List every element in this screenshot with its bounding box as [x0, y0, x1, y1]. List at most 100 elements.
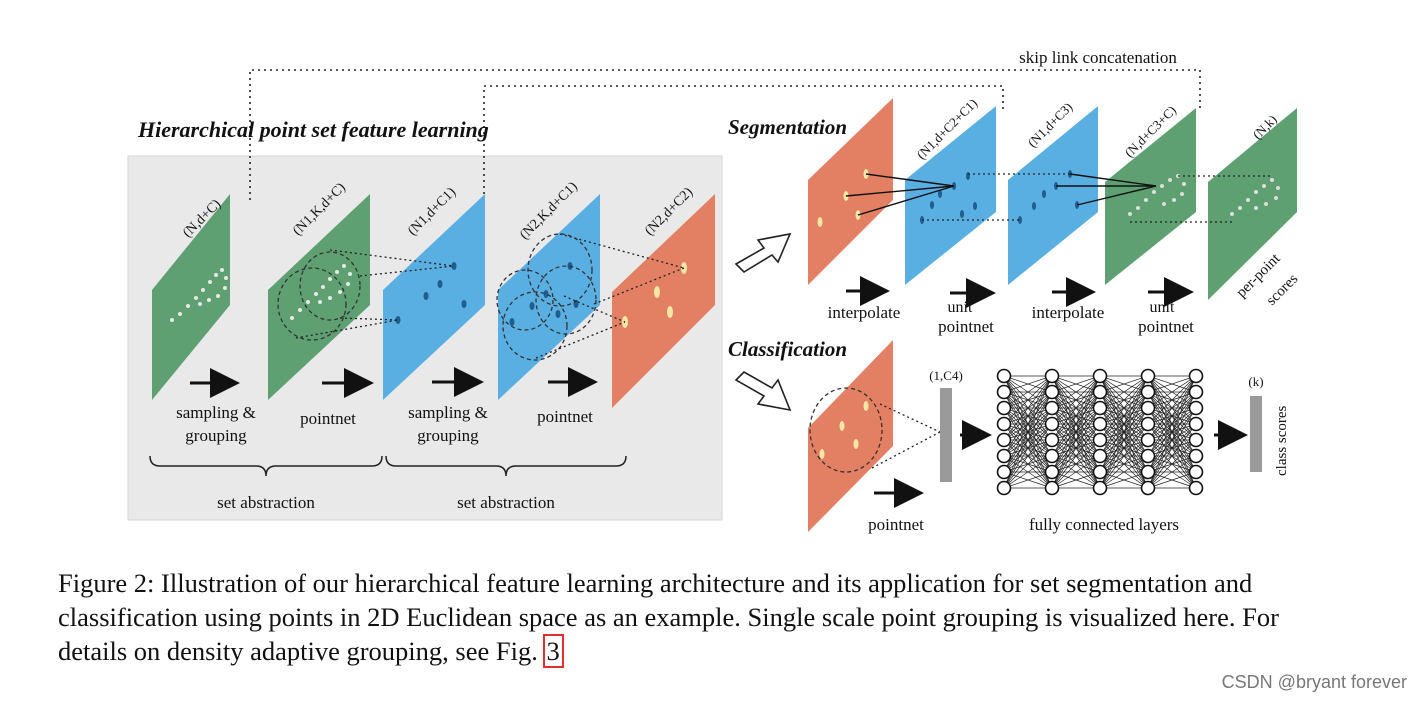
fc-edge [1051, 375, 1101, 489]
fc-neuron [996, 432, 1012, 448]
fc-edge [1147, 407, 1197, 489]
fc-edge [1147, 375, 1197, 457]
fc-neuron [1044, 464, 1060, 480]
seg-step-interpolate-2: interpolate [1032, 303, 1105, 322]
grouping-circles-2 [496, 233, 597, 361]
fc-neuron [1140, 384, 1156, 400]
fc-edge [1099, 391, 1149, 489]
fc-edge [1147, 471, 1197, 489]
seg-layer-0 [808, 98, 893, 285]
fc-edge [1003, 375, 1053, 473]
fc-edge [1051, 375, 1101, 441]
fc-edge [1003, 439, 1053, 489]
fc-neuron [1140, 400, 1156, 416]
fc-neuron [1140, 432, 1156, 448]
fc-neuron [1188, 400, 1204, 416]
skip-link-label: skip link concatenation [1019, 48, 1177, 67]
fc-neuron [1044, 384, 1060, 400]
fc-edge [1003, 375, 1053, 441]
grouping-circles-1 [277, 251, 361, 341]
global-feature-vector [940, 388, 952, 482]
fc-neuron [1140, 368, 1156, 384]
fc-edge [1003, 375, 1053, 425]
set-abstraction-label-1: set abstraction [217, 493, 315, 512]
cls-layer [808, 340, 893, 532]
fc-neuron [1044, 368, 1060, 384]
fc-edge [1051, 375, 1101, 425]
cls-dotted-lines [871, 403, 941, 469]
hollow-arrows [734, 232, 792, 412]
fc-neuron [1188, 448, 1204, 464]
classification-title: Classification [728, 337, 847, 361]
fc-neuron [1044, 448, 1060, 464]
watermark: CSDN @bryant forever [1221, 672, 1407, 692]
caption-text: Figure 2: Illustration of our hierarchic… [58, 568, 1279, 666]
fc-edge [1099, 407, 1149, 489]
fc-neuron [1188, 384, 1204, 400]
fc-edge [1147, 375, 1197, 425]
fc-edge [1147, 391, 1197, 489]
scores-label: scores [1264, 271, 1302, 309]
projection-lines [295, 233, 685, 359]
fc-edge [1099, 423, 1149, 489]
fc-neuron [996, 480, 1012, 496]
fc-edge [1099, 375, 1149, 457]
fc-edge [1099, 471, 1149, 489]
fc-neuron [1188, 416, 1204, 432]
seg-layer-1 [905, 106, 996, 285]
fc-edge [1051, 375, 1101, 393]
set-abstraction-label-2: set abstraction [457, 493, 555, 512]
class-score-vector [1250, 396, 1262, 472]
fc-edge [1099, 375, 1149, 441]
layer-input [152, 194, 230, 400]
fc-edge [1147, 375, 1197, 489]
step-sampling-2: sampling & [408, 403, 488, 422]
cls-group-circle [809, 387, 883, 473]
fc-neuron [996, 368, 1012, 384]
fc-edge [1099, 375, 1149, 473]
fc-edge [1099, 455, 1149, 489]
seg-layer-4 [1208, 108, 1297, 300]
fc-neuron [1044, 432, 1060, 448]
seg-blue-points-1 [920, 172, 977, 224]
fc-label: fully connected layers [1029, 515, 1179, 534]
fc-neuron [996, 448, 1012, 464]
fc-edge [1051, 375, 1101, 409]
fc-edge [1003, 375, 1053, 457]
seg-step-unit-1: unit [948, 299, 973, 316]
fc-edge [1003, 455, 1053, 489]
fc-network [996, 368, 1204, 496]
architecture-diagram: skip link concatenation Hierarchical poi… [127, 48, 1302, 534]
fc-neuron [1044, 480, 1060, 496]
fc-neuron [1092, 448, 1108, 464]
encoder-arrows [190, 367, 598, 398]
fc-edge [1147, 375, 1197, 409]
fc-edge [1003, 375, 1053, 489]
interp-lines [845, 173, 1157, 216]
step-grouping-1: grouping [185, 426, 247, 445]
seg-layer-3 [1105, 108, 1196, 285]
fc-neuron [1188, 480, 1204, 496]
fc-neuron [996, 400, 1012, 416]
fc-neuron [996, 416, 1012, 432]
fc-neuron [1092, 464, 1108, 480]
fc-neuron [1092, 416, 1108, 432]
step-grouping-2: grouping [417, 426, 479, 445]
input-points [170, 268, 228, 322]
fc-edge [1099, 375, 1149, 409]
fc-neuron [1044, 416, 1060, 432]
step-pointnet-1: pointnet [300, 409, 356, 428]
fc-edge [1003, 391, 1053, 489]
fc-edge [1003, 423, 1053, 489]
fc-edge [1003, 407, 1053, 489]
fc-neuron [1092, 384, 1108, 400]
step-pointnet-2: pointnet [537, 407, 593, 426]
fc-edge [1051, 375, 1101, 473]
seg-step-interpolate-1: interpolate [828, 303, 901, 322]
fc-neuron [1140, 480, 1156, 496]
fig-ref-link[interactable]: 3 [542, 634, 564, 668]
fc-edge [1147, 455, 1197, 489]
fc-neuron [1188, 432, 1204, 448]
figure-caption: Figure 2: Illustration of our hierarchic… [58, 566, 1318, 668]
fc-edge [1099, 375, 1149, 489]
